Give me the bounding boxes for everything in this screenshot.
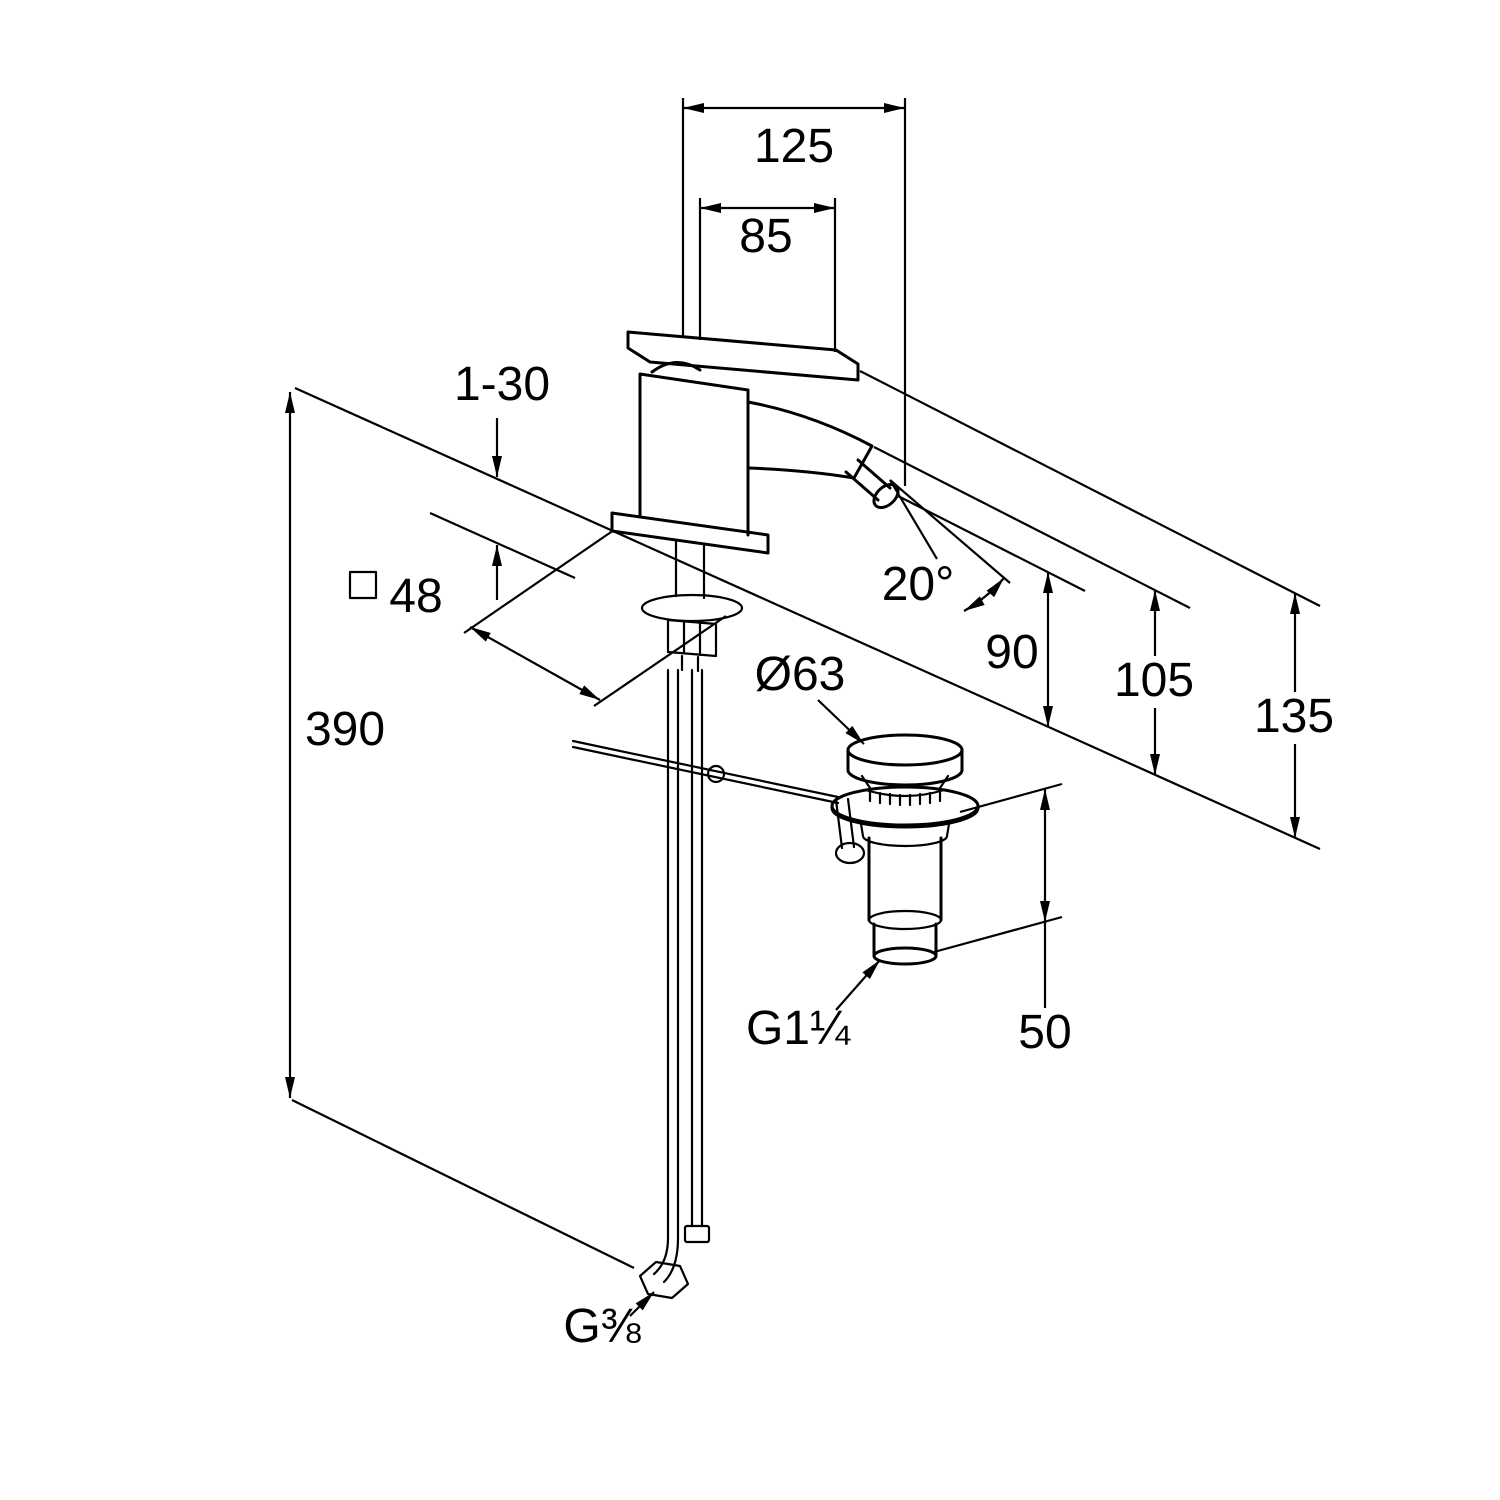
- faucet-body: [638, 372, 750, 537]
- dimension-85: [698, 198, 837, 352]
- aerator-outlet: [872, 482, 900, 510]
- deck-reference-lines: [294, 386, 1321, 851]
- leader-dia63: [817, 699, 865, 745]
- base-plate: [610, 511, 770, 555]
- waste-flange: [830, 785, 980, 827]
- leader-g114: [835, 959, 881, 1011]
- mounting-hardware: [640, 540, 744, 673]
- dimension-labels: 125 85 1-30 48 390 20° 90 105 135 Ø63 G1…: [305, 120, 1334, 1353]
- cartridge-dome: [650, 361, 702, 374]
- dimension-50: [933, 782, 1063, 1008]
- dimension-390: [285, 392, 635, 1269]
- dimension-125: [681, 98, 907, 486]
- label-g3-8: G⅜: [563, 1300, 641, 1353]
- dimension-angle-20: [889, 479, 1011, 612]
- label-dia63: Ø63: [755, 648, 846, 701]
- label-125: 125: [754, 120, 834, 173]
- label-85: 85: [739, 210, 792, 263]
- label-135: 135: [1254, 690, 1334, 743]
- label-90: 90: [985, 626, 1038, 679]
- mounting-flange: [640, 593, 744, 623]
- dimension-105: [873, 446, 1191, 775]
- faucet: [571, 330, 900, 1300]
- supply-hoses: [638, 668, 711, 1300]
- label-50: 50: [1018, 1006, 1071, 1059]
- label-bg-105: [1104, 656, 1204, 708]
- lever-handle: [626, 330, 860, 382]
- pop-up-rod: [571, 739, 866, 865]
- waste-crown: [864, 788, 946, 798]
- hose-end-fitting: [683, 1224, 711, 1244]
- waste-cap-top: [846, 733, 964, 767]
- label-1-30: 1-30: [454, 358, 550, 411]
- hex-connector-g38: [638, 1260, 690, 1300]
- label-105: 105: [1114, 654, 1194, 707]
- leader-g38: [629, 1291, 655, 1317]
- aerator: [844, 458, 892, 502]
- deck-surface-line: [294, 386, 1321, 851]
- square-section-symbol: [348, 570, 378, 600]
- label-bg-135: [1244, 692, 1344, 744]
- label-48: 48: [389, 570, 442, 623]
- rod-socket: [834, 841, 866, 865]
- spout: [746, 400, 874, 480]
- deck-underside-line: [429, 511, 576, 580]
- label-g1-1-4: G1¼: [746, 1002, 851, 1055]
- waste-outlet-end: [872, 946, 938, 966]
- pop-up-waste: [830, 733, 980, 966]
- mounting-nut: [666, 618, 718, 658]
- dimension-90: [897, 495, 1086, 727]
- rod-ball-joint: [706, 764, 726, 784]
- label-20deg: 20°: [882, 558, 955, 611]
- dimension-square-48: [348, 529, 727, 707]
- label-390: 390: [305, 703, 385, 756]
